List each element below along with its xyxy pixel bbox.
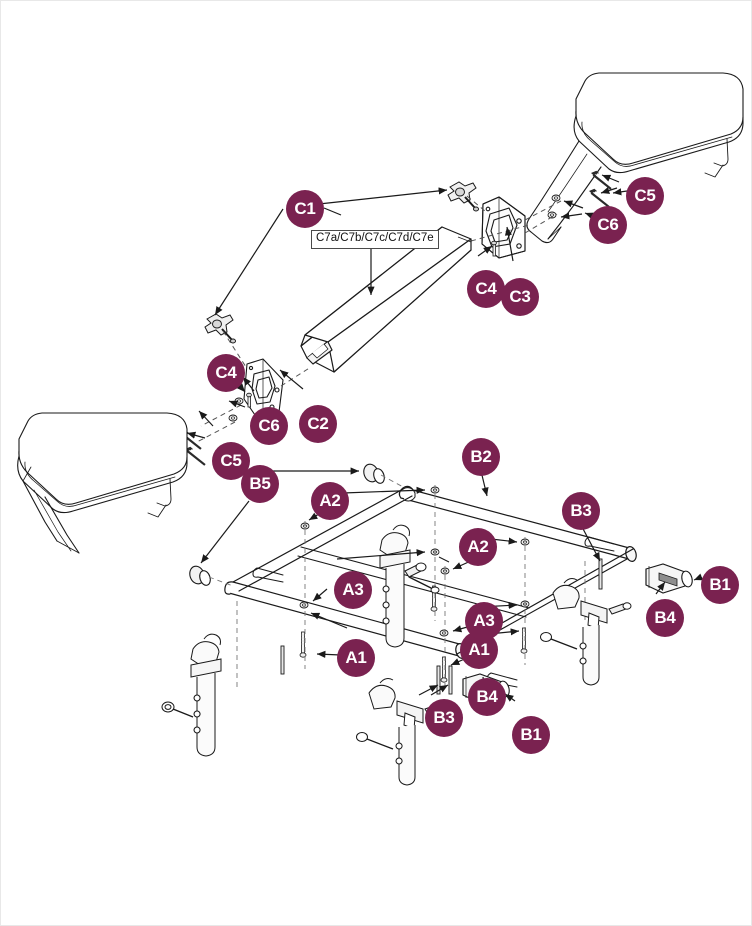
left-armrest-assembly [17, 412, 188, 554]
right-armrest-assembly [526, 72, 744, 244]
cross-knob-lower [204, 313, 236, 344]
left-bracket-screw [246, 392, 252, 408]
callout-badge-c5-right[interactable]: C5 [626, 177, 664, 215]
callout-badge-a1-left[interactable]: A1 [337, 639, 375, 677]
callout-badge-c6-left[interactable]: C6 [250, 407, 288, 445]
callout-badge-b5[interactable]: B5 [241, 465, 279, 503]
callout-badge-c2[interactable]: C2 [299, 405, 337, 443]
callout-badge-b4-bottom[interactable]: B4 [468, 678, 506, 716]
left-roll-pin [280, 645, 285, 675]
callout-badge-a2-right[interactable]: A2 [459, 528, 497, 566]
bottom-right-clamp [540, 578, 632, 686]
center-diagonal-tube [300, 226, 472, 373]
callout-badge-a3-right[interactable]: A3 [465, 602, 503, 640]
callout-badge-b1-right[interactable]: B1 [701, 566, 739, 604]
callout-badge-b2[interactable]: B2 [462, 438, 500, 476]
cross-knob-upper [447, 181, 479, 212]
callout-badge-c4-right[interactable]: C4 [467, 270, 505, 308]
callout-badge-c6-right[interactable]: C6 [589, 206, 627, 244]
callout-badge-a3-left[interactable]: A3 [334, 571, 372, 609]
callout-badge-b3-right[interactable]: B3 [562, 492, 600, 530]
seat-frame-assembly [224, 485, 637, 688]
center-clamp-post [379, 524, 450, 648]
right-bracket-screw [491, 240, 497, 257]
callout-badge-c1[interactable]: C1 [286, 190, 324, 228]
callout-badge-b3-bottom[interactable]: B3 [425, 699, 463, 737]
callout-badge-a2-left[interactable]: A2 [311, 482, 349, 520]
callout-badge-c3[interactable]: C3 [501, 278, 539, 316]
right-tube-end-assembly [645, 563, 693, 594]
callout-badge-b1-bottom[interactable]: B1 [512, 716, 550, 754]
right-armrest-screws [586, 168, 615, 209]
left-lower-post [161, 633, 222, 757]
part-label-c7-variants[interactable]: C7a/C7b/C7c/C7d/C7e [311, 230, 439, 249]
right-roll-pin [598, 558, 603, 590]
callout-badge-c4-left[interactable]: C4 [207, 354, 245, 392]
pivot-bushings [189, 463, 385, 586]
bottom-roll-pins [436, 665, 453, 695]
callout-badge-b4-right[interactable]: B4 [646, 599, 684, 637]
